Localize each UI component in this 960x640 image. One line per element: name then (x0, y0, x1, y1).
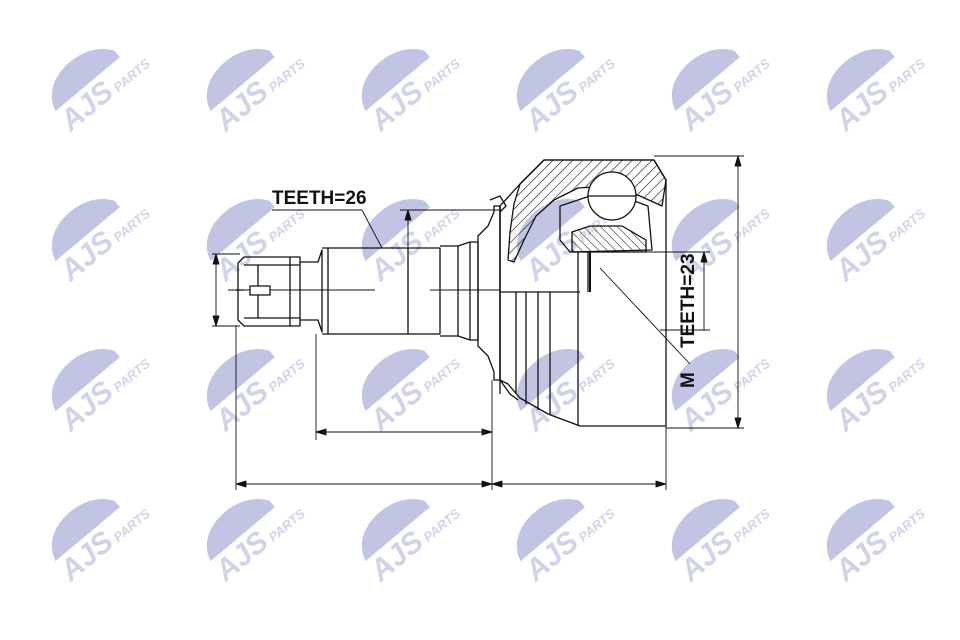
watermark-car-icon (516, 349, 585, 412)
dimensions (212, 155, 744, 490)
watermark-suffix: PARTS (420, 206, 463, 245)
inner-race (571, 225, 647, 253)
dim-long-arrow-m1 (481, 480, 493, 488)
watermark-suffix: PARTS (730, 356, 773, 395)
dim-short-arrow-r (481, 428, 493, 436)
watermark-suffix: PARTS (420, 506, 463, 545)
watermark-car-icon (826, 499, 895, 562)
keyway (249, 285, 271, 296)
joint-drawing (212, 155, 744, 490)
watermark-car-icon (361, 499, 430, 562)
watermark-suffix: PARTS (885, 206, 928, 245)
watermark-suffix: PARTS (110, 356, 153, 395)
watermark-suffix: PARTS (885, 506, 928, 545)
shaft-neck (300, 249, 323, 333)
watermark-suffix: PARTS (885, 356, 928, 395)
watermark-car-icon (206, 199, 275, 262)
shield-lower (499, 379, 519, 401)
watermark-suffix: PARTS (265, 56, 308, 95)
dim-left-arrow-down (212, 315, 220, 327)
label-m: M (678, 372, 699, 388)
watermark-car-icon (51, 49, 120, 112)
watermark-suffix: PARTS (730, 506, 773, 545)
dim-left-arrow-up (212, 253, 220, 265)
watermark-suffix: PARTS (575, 56, 618, 95)
shaft-end (237, 256, 301, 327)
watermark-suffix: PARTS (575, 506, 618, 545)
watermark-suffix: PARTS (265, 356, 308, 395)
watermark-suffix: PARTS (110, 206, 153, 245)
teeth26-leader (361, 209, 383, 249)
watermark-suffix: PARTS (265, 206, 308, 245)
watermark-suffix: PARTS (575, 356, 618, 395)
watermark-car-icon (826, 199, 895, 262)
watermark-suffix: PARTS (730, 56, 773, 95)
watermark-car-icon (51, 349, 120, 412)
watermark-suffix: PARTS (730, 206, 773, 245)
watermark-car-icon (671, 349, 740, 412)
watermark-suffix: PARTS (265, 506, 308, 545)
watermark-car-icon (206, 349, 275, 412)
watermark-car-icon (671, 49, 740, 112)
label-teeth-outer: TEETH=26 (272, 188, 367, 209)
watermark-suffix: PARTS (420, 356, 463, 395)
watermark-car-icon (361, 199, 430, 262)
splined-shaft (322, 247, 441, 335)
dim-spline-arrow (404, 209, 412, 221)
watermark-car-icon (361, 49, 430, 112)
watermark-car-icon (516, 499, 585, 562)
dim-right-arrow-down (734, 417, 742, 429)
shield-lip (489, 195, 507, 213)
dim-long-arrow-r (655, 480, 667, 488)
m-leader (599, 267, 691, 365)
watermark-car-icon (826, 49, 895, 112)
dim-long-arrow-m2 (491, 480, 503, 488)
watermark-car-icon (206, 499, 275, 562)
dust-shield (477, 205, 501, 381)
watermark-suffix: PARTS (420, 56, 463, 95)
watermark-car-icon (671, 499, 740, 562)
watermark-car-icon (51, 499, 120, 562)
shaft-collar (440, 245, 459, 337)
dim-long-arrow-l (235, 480, 247, 488)
watermark-suffix: PARTS (110, 56, 153, 95)
watermark-car-icon (826, 349, 895, 412)
shaft-collar-2 (457, 241, 479, 341)
watermark-car-icon (671, 199, 740, 262)
watermark-car-icon (361, 349, 430, 412)
watermark-suffix: PARTS (885, 56, 928, 95)
watermark-car-icon (51, 199, 120, 262)
dim-right-arrow-up (734, 155, 742, 167)
label-teeth-inner: TEETH=23 (678, 253, 699, 348)
watermark-suffix: PARTS (110, 506, 153, 545)
dim-short-arrow-l (315, 428, 327, 436)
dim-inner-arrow (700, 251, 708, 263)
watermark-car-icon (206, 49, 275, 112)
watermark-car-icon (516, 49, 585, 112)
